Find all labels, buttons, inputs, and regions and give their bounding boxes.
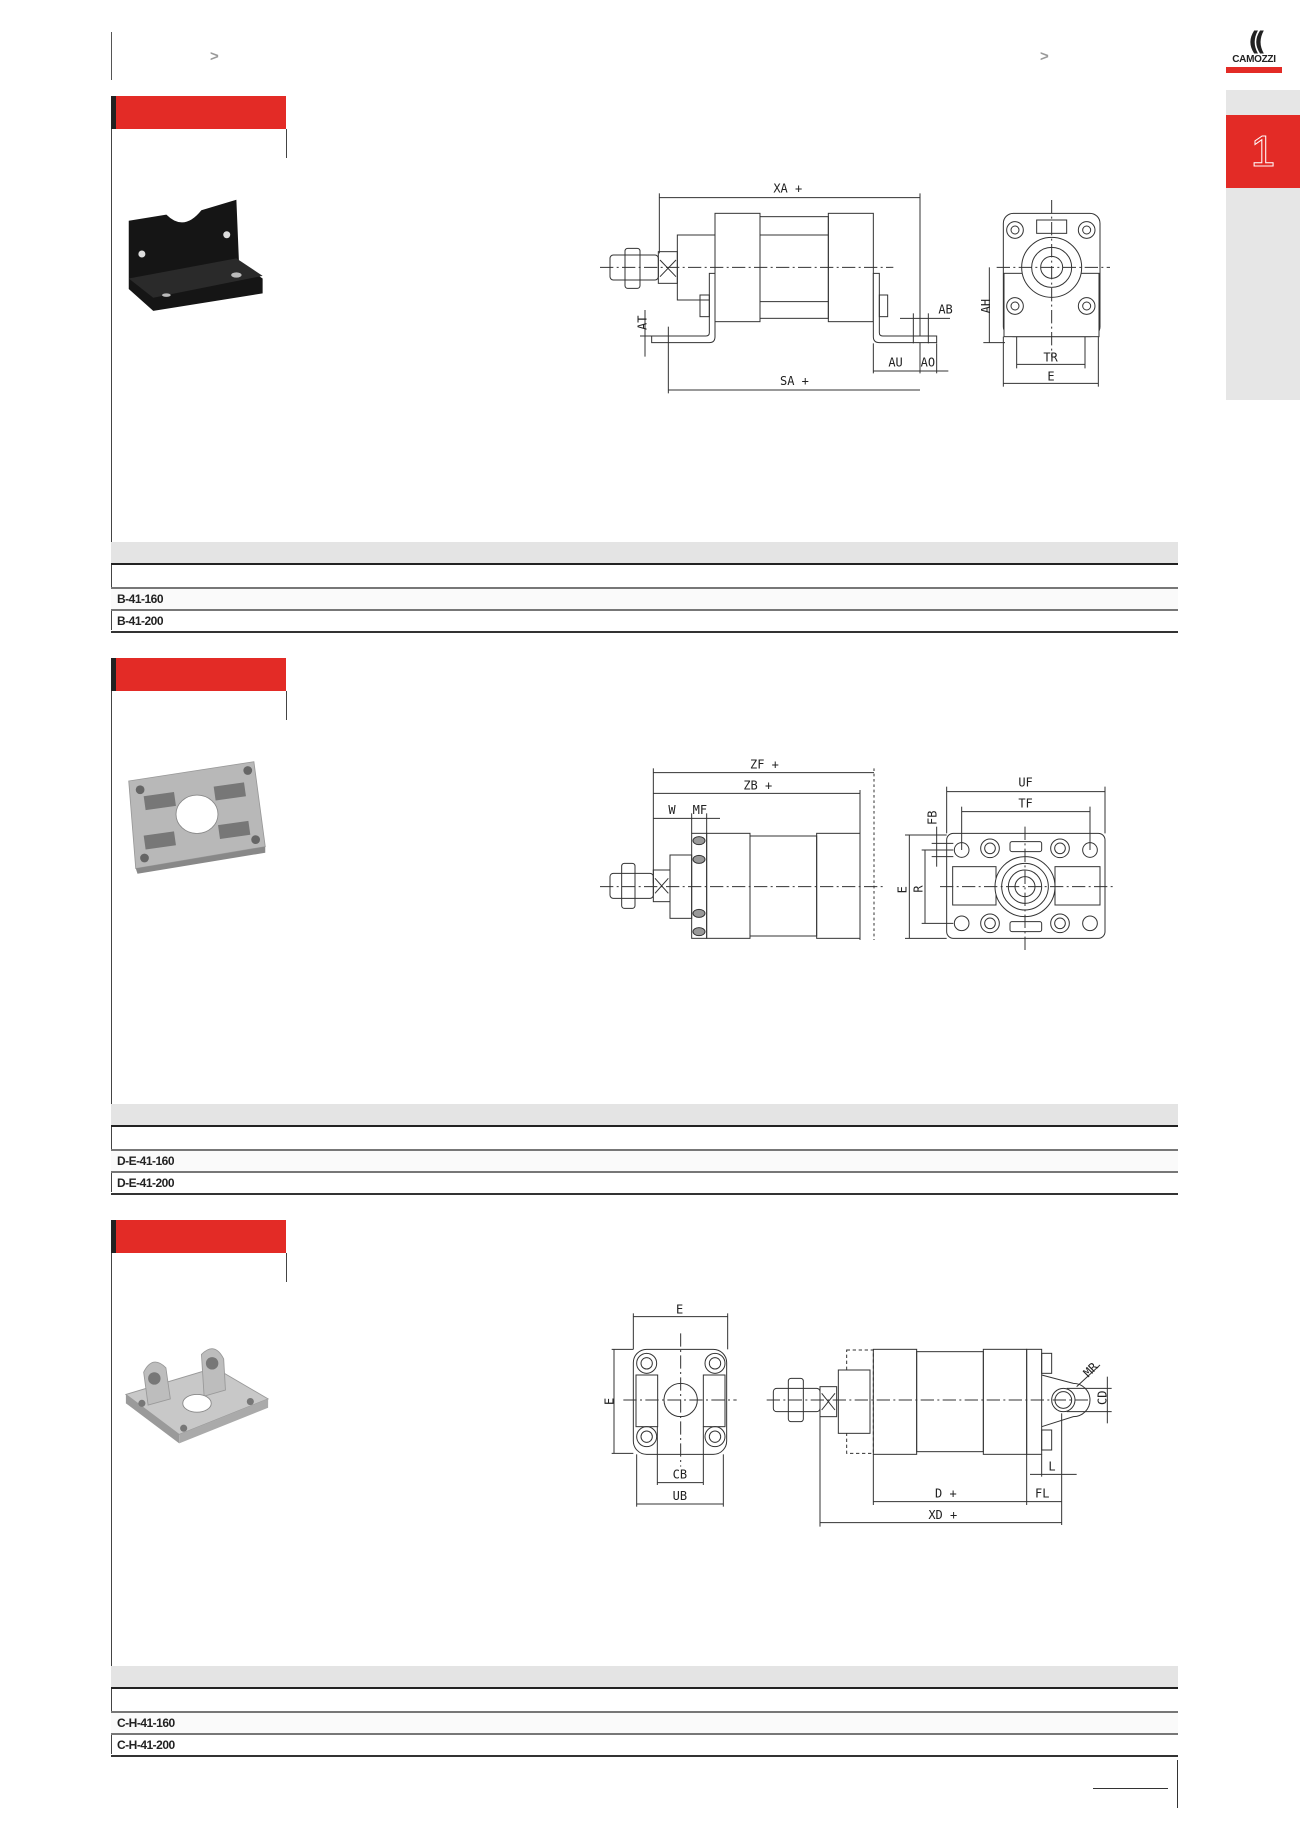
table-header: [111, 1666, 1178, 1689]
product-section-foot-bracket: XA + AT AB AU AO SA + AH TR E B-4: [111, 96, 1178, 633]
dim-tr: TR: [1043, 351, 1058, 365]
dim-xd: XD +: [928, 1508, 957, 1522]
breadcrumb-separator: >: [210, 48, 219, 65]
product-table: D-E-41-160 D-E-41-200: [111, 1104, 1178, 1195]
dim-tf: TF: [1018, 796, 1032, 810]
table-row: B-41-200: [111, 611, 1178, 633]
table-row: C-H-41-160: [111, 1713, 1178, 1735]
dim-e-top: E: [676, 1302, 683, 1316]
dim-cb: CB: [673, 1467, 687, 1481]
section-border: [111, 96, 112, 630]
footer-rule: [1093, 1788, 1168, 1789]
dim-at: AT: [636, 316, 650, 330]
dim-ah: AH: [979, 299, 993, 313]
table-subheader: [111, 565, 1178, 589]
dim-r: R: [912, 885, 926, 893]
dim-fl: FL: [1035, 1486, 1049, 1500]
dimension-drawing-clevis: E E CB UB MR CD L D + FL XD +: [602, 1302, 1112, 1527]
section-title-bar: [111, 96, 286, 129]
product-section-rear-clevis: E E CB UB MR CD L D + FL XD + C-H-41-160…: [111, 1220, 1178, 1757]
title-divider: [286, 1253, 287, 1282]
table-row: D-E-41-200: [111, 1173, 1178, 1195]
dim-w: W: [668, 803, 676, 817]
dim-e: E: [1047, 370, 1054, 384]
product-section-flange: ZF + ZB + W MF UF TF FB E R D-E-41-160 D…: [111, 658, 1178, 1195]
title-divider: [286, 691, 287, 720]
section-tab-number: 1: [1226, 115, 1300, 188]
dim-sa: SA +: [780, 374, 809, 388]
product-photo-flange: [128, 761, 266, 874]
dim-mf: MF: [693, 803, 707, 817]
dim-zb: ZB +: [743, 778, 772, 792]
table-header: [111, 1104, 1178, 1127]
table-row: D-E-41-160: [111, 1151, 1178, 1173]
product-table: C-H-41-160 C-H-41-200: [111, 1666, 1178, 1757]
dim-cd: CD: [1096, 1391, 1110, 1405]
table-row: C-H-41-200: [111, 1735, 1178, 1757]
dim-d: D +: [935, 1486, 957, 1500]
dim-ao: AO: [921, 356, 935, 370]
dimension-drawing-foot: XA + AT AB AU AO SA + AH TR E: [600, 182, 1110, 394]
dim-ub: UB: [673, 1489, 687, 1503]
table-subheader: [111, 1127, 1178, 1151]
dim-mr: MR: [1081, 1359, 1102, 1380]
dim-l: L: [1048, 1460, 1055, 1474]
section-title-bar: [111, 1220, 286, 1253]
logo-mark-icon: ((: [1248, 27, 1266, 57]
dim-ab: AB: [938, 302, 952, 316]
camozzi-logo: (( CAMOZZI: [1226, 27, 1282, 73]
table-header: [111, 542, 1178, 565]
breadcrumb-separator: >: [1040, 48, 1049, 65]
dim-uf: UF: [1018, 776, 1032, 790]
section-border: [111, 1220, 112, 1754]
section-border: [111, 658, 112, 1192]
product-table: B-41-160 B-41-200: [111, 542, 1178, 633]
product-photo-rear-clevis: [124, 1348, 270, 1444]
dim-zf: ZF +: [750, 757, 779, 771]
title-divider: [286, 129, 287, 158]
dimension-drawing-flange: ZF + ZB + W MF UF TF FB E R: [600, 757, 1114, 954]
logo-bar: [1226, 67, 1282, 73]
logo-text: CAMOZZI: [1232, 54, 1276, 65]
section-side-tab[interactable]: 1: [1226, 90, 1300, 400]
footer-divider: [1177, 1760, 1178, 1808]
product-photo-foot-bracket: [128, 199, 263, 311]
dim-au: AU: [888, 356, 902, 370]
dim-fb: FB: [926, 811, 940, 825]
header-divider: [111, 32, 112, 80]
dim-xa: XA +: [773, 182, 802, 196]
dim-e-side: E: [602, 1398, 616, 1405]
table-row: B-41-160: [111, 589, 1178, 611]
section-title-bar: [111, 658, 286, 691]
table-subheader: [111, 1689, 1178, 1713]
dim-e: E: [896, 886, 910, 893]
